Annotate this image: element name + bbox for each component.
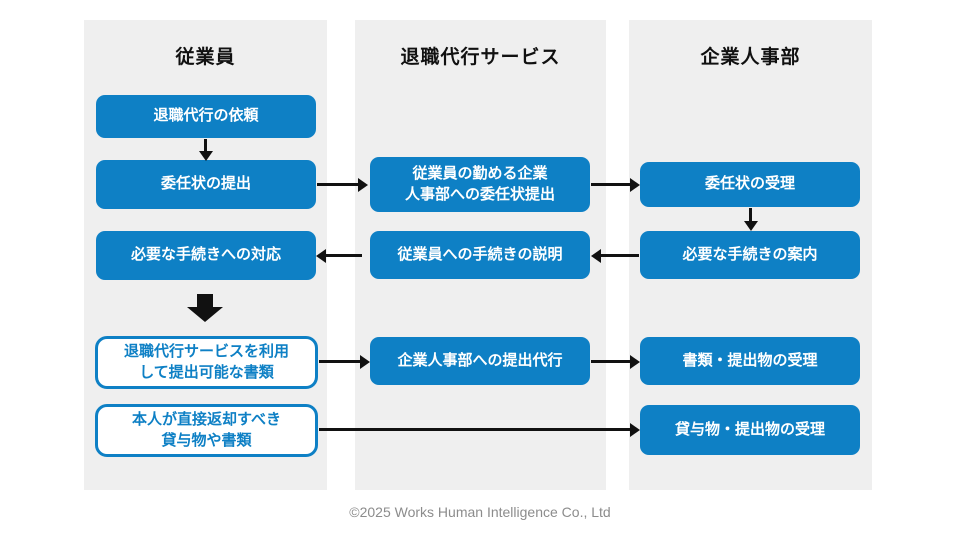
arrow-accept-to-guide xyxy=(743,208,758,231)
arrow-direct-return-to-hr xyxy=(319,422,640,437)
arrow-agency-to-hr-docs xyxy=(591,354,640,369)
lane-header-hr: 企業人事部 xyxy=(700,46,801,68)
arrow-thick-down-employee xyxy=(187,294,223,322)
node-guide-required-procedures: 必要な手続きの案内 xyxy=(640,231,860,279)
node-handle-required-procedures: 必要な手続きへの対応 xyxy=(96,231,316,280)
arrow-agency-to-hr-poa xyxy=(591,177,640,192)
arrow-request-to-poa xyxy=(198,139,213,161)
arrow-poa-to-agency xyxy=(317,177,368,192)
node-submission-on-behalf: 企業人事部への提出代行 xyxy=(370,337,590,385)
copyright-text: ©2025 Works Human Intelligence Co., Ltd xyxy=(349,504,611,520)
arrow-thick-down-stem xyxy=(197,294,213,307)
lane-header-employee: 従業員 xyxy=(175,46,236,68)
node-explain-procedures: 従業員への手続きの説明 xyxy=(370,231,590,279)
node-request-resignation-agency: 退職代行の依頼 xyxy=(96,95,316,138)
lane-header-agency: 退職代行サービス xyxy=(400,46,561,68)
node-submit-poa-to-company-hr: 従業員の勤める企業 人事部への委任状提出 xyxy=(370,157,590,212)
node-items-to-return-directly: 本人が直接返却すべき 貸与物や書類 xyxy=(95,404,318,457)
arrow-thick-down-head xyxy=(187,307,223,322)
node-docs-submittable-via-service: 退職代行サービスを利用 して提出可能な書類 xyxy=(95,336,318,389)
node-accept-documents: 書類・提出物の受理 xyxy=(640,337,860,385)
node-accept-loaned-items: 貸与物・提出物の受理 xyxy=(640,405,860,455)
arrow-explain-to-handle xyxy=(316,248,362,263)
node-accept-power-of-attorney: 委任状の受理 xyxy=(640,162,860,207)
arrow-docs-to-agency xyxy=(319,354,370,369)
node-submit-power-of-attorney: 委任状の提出 xyxy=(96,160,316,209)
arrow-guide-to-explain xyxy=(591,248,639,263)
